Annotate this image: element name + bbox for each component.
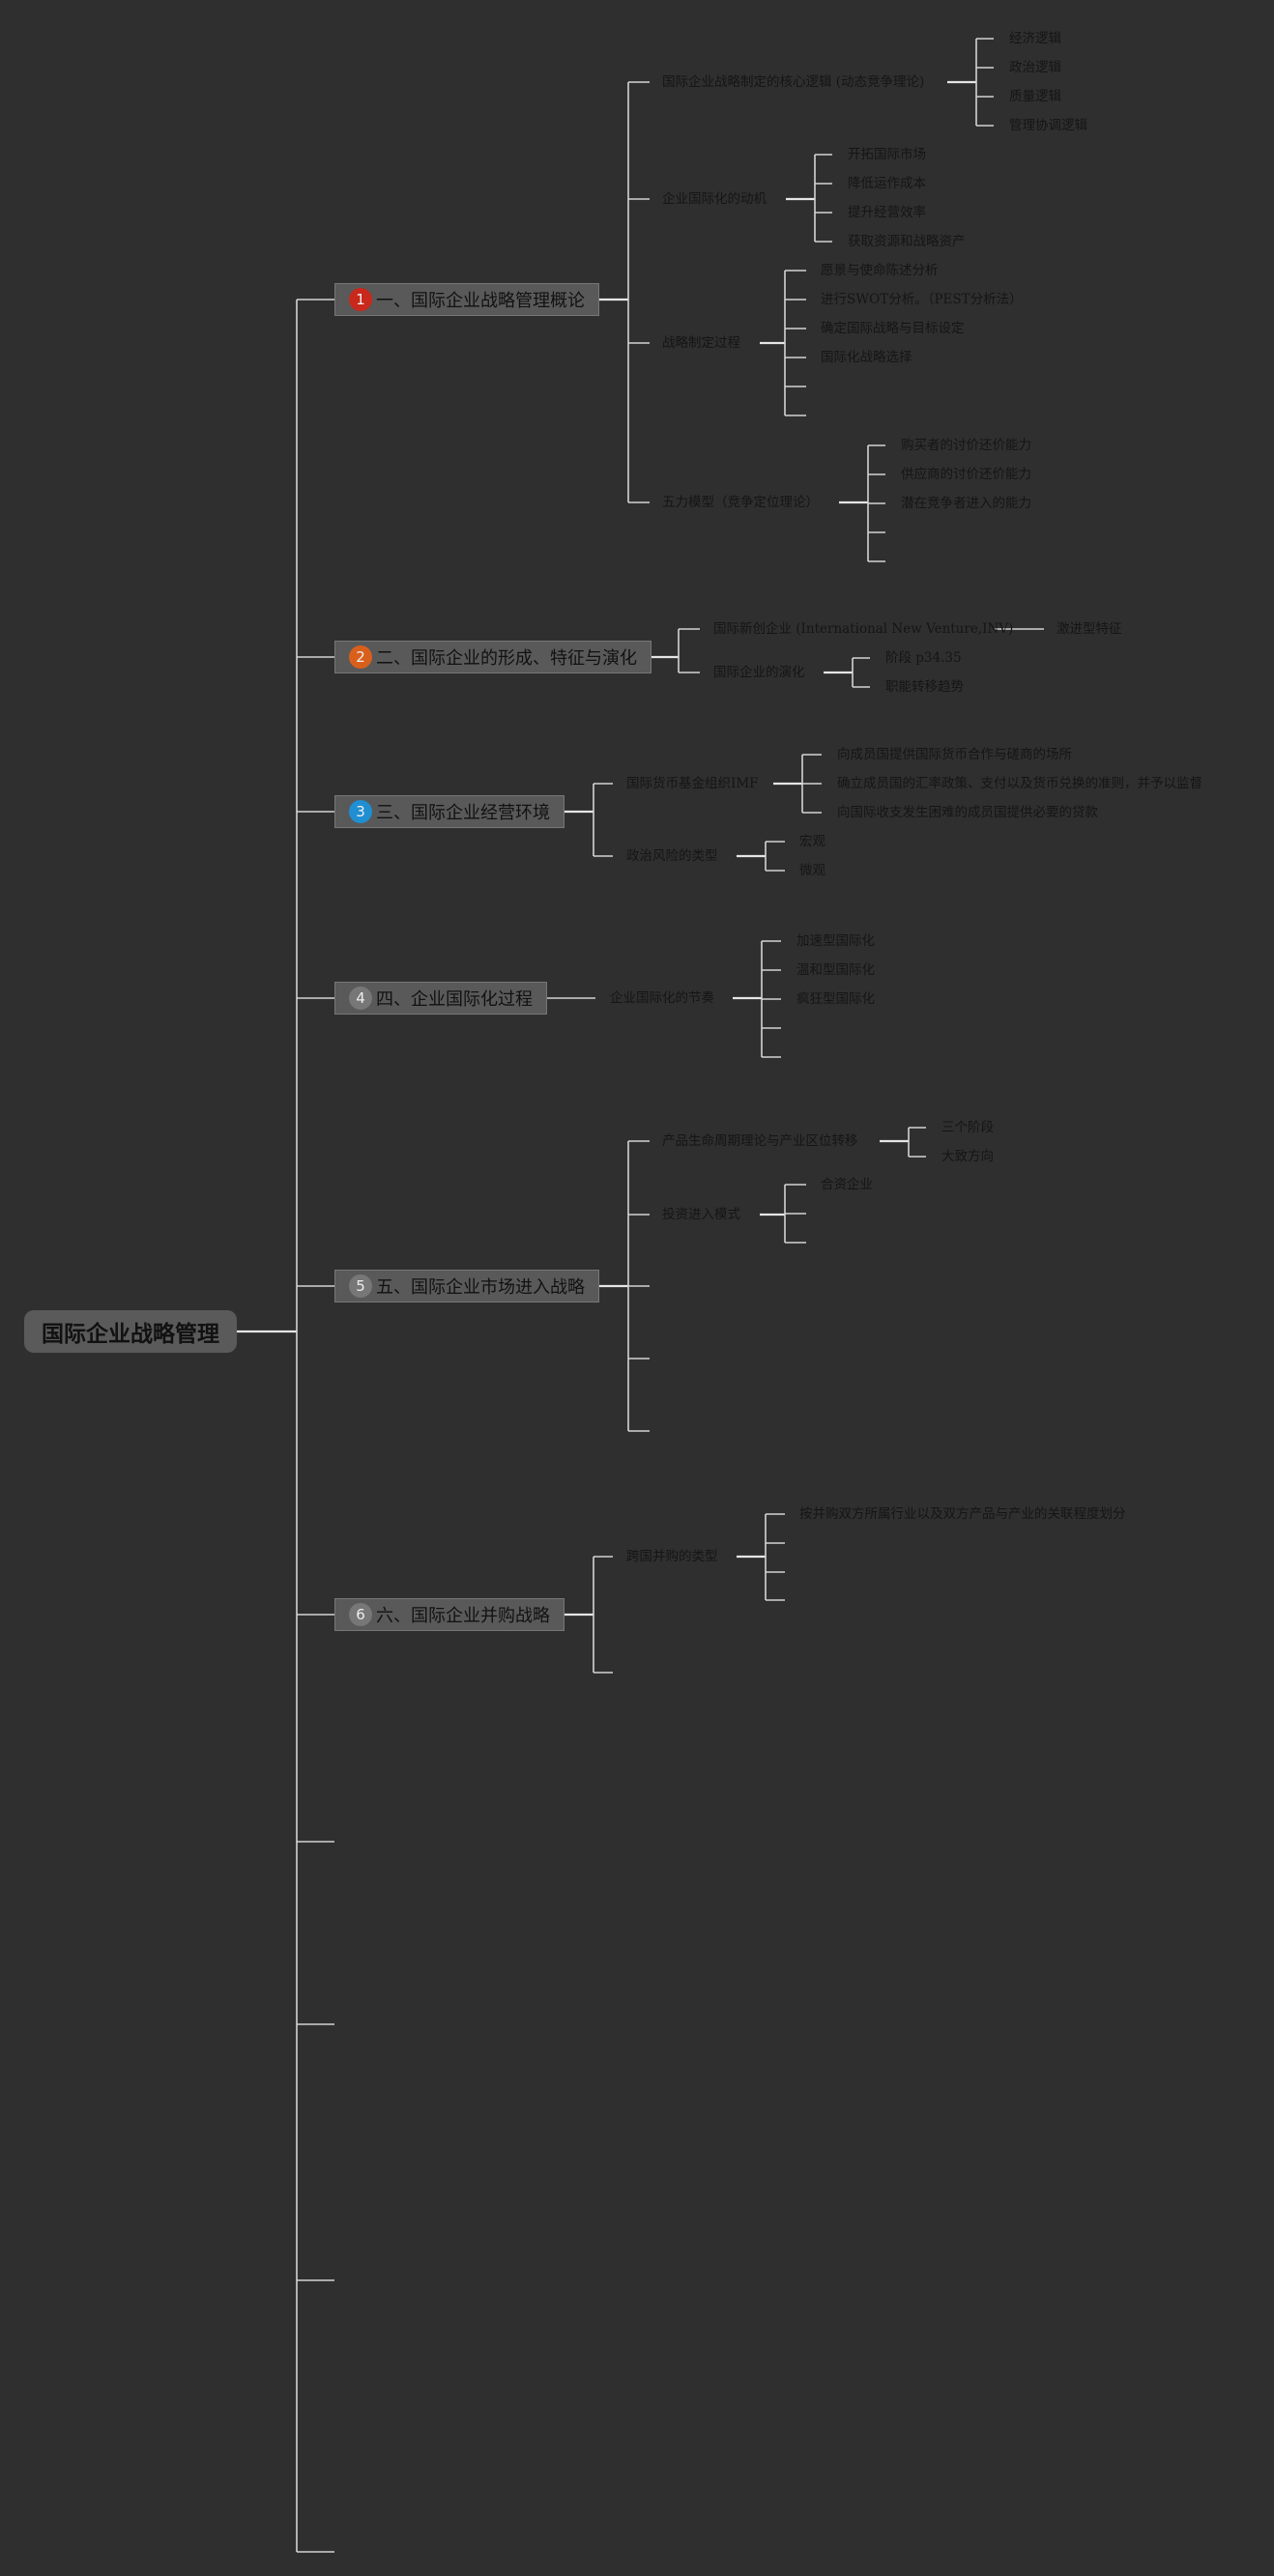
leaf-1-2-2[interactable]: 降低运作成本 [848,176,926,191]
subtopic-1-1[interactable]: 国际企业战略制定的核心逻辑 (动态竞争理论) [662,74,925,90]
badge-2-icon: 2 [349,645,372,669]
topic-3[interactable]: 3 三、国际企业经营环境 [334,795,565,828]
subtopic-5-1[interactable]: 产品生命周期理论与产业区位转移 [662,1133,858,1149]
subtopic-6-1[interactable]: 跨国并购的类型 [626,1549,718,1564]
leaf-3-1-1[interactable]: 向成员国提供国际货币合作与磋商的场所 [837,747,1072,762]
topic-5[interactable]: 5 五、国际企业市场进入战略 [334,1270,599,1302]
leaf-3-1-2[interactable]: 确立成员国的汇率政策、支付以及货币兑换的准则，并予以监督 [837,776,1202,791]
subtopic-1-3[interactable]: 战略制定过程 [662,335,740,351]
topic-3-label: 三、国际企业经营环境 [376,803,550,823]
topic-2[interactable]: 2 二、国际企业的形成、特征与演化 [334,641,651,673]
badge-1-icon: 1 [349,288,372,311]
topic-4[interactable]: 4 四、企业国际化过程 [334,982,547,1015]
subtopic-1-2[interactable]: 企业国际化的动机 [662,191,767,207]
leaf-1-4-3[interactable]: 潜在竞争者进入的能力 [901,496,1031,511]
leaf-6-1-1[interactable]: 按并购双方所属行业以及双方产品与产业的关联程度划分 [799,1506,1126,1522]
leaf-4-1-1[interactable]: 加速型国际化 [796,933,875,949]
topic-1-label: 一、国际企业战略管理概论 [376,291,585,311]
leaf-1-1-2[interactable]: 政治逻辑 [1009,60,1061,75]
leaf-1-1-4[interactable]: 管理协调逻辑 [1009,118,1087,133]
subtopic-1-4[interactable]: 五力模型（竞争定位理论） [662,495,819,510]
leaf-1-4-1[interactable]: 购买者的讨价还价能力 [901,438,1031,453]
topic-4-label: 四、企业国际化过程 [376,989,533,1010]
topic-1[interactable]: 1 一、国际企业战略管理概论 [334,283,599,316]
subtopic-3-2[interactable]: 政治风险的类型 [626,848,718,864]
leaf-5-2-1[interactable]: 合资企业 [821,1177,873,1192]
badge-5-icon: 5 [349,1274,372,1298]
topic-5-label: 五、国际企业市场进入战略 [376,1277,585,1298]
subtopic-5-2[interactable]: 投资进入模式 [662,1207,740,1222]
badge-4-icon: 4 [349,987,372,1010]
leaf-1-3-4[interactable]: 国际化战略选择 [821,350,912,365]
root-topic[interactable]: 国际企业战略管理 [24,1310,237,1353]
leaf-4-1-2[interactable]: 温和型国际化 [796,962,875,978]
leaf-3-2-2[interactable]: 微观 [799,863,825,878]
leaf-1-3-3[interactable]: 确定国际战略与目标设定 [821,321,965,336]
leaf-5-1-2[interactable]: 大致方向 [941,1149,994,1164]
leaf-1-1-3[interactable]: 质量逻辑 [1009,89,1061,104]
leaf-1-2-4[interactable]: 获取资源和战略资产 [848,234,966,249]
topic-6-label: 六、国际企业并购战略 [376,1606,550,1626]
leaf-1-3-2[interactable]: 进行SWOT分析。（PEST分析法） [821,292,1023,307]
subtopic-2-1[interactable]: 国际新创企业 (International New Venture,INV) [713,621,1014,637]
leaf-1-3-1[interactable]: 愿景与使命陈述分析 [821,263,939,278]
subtopic-3-1[interactable]: 国际货币基金组织IMF [626,776,759,791]
badge-6-icon: 6 [349,1603,372,1626]
leaf-5-1-1[interactable]: 三个阶段 [941,1120,994,1135]
leaf-1-2-3[interactable]: 提升经营效率 [848,205,926,220]
leaf-1-1-1[interactable]: 经济逻辑 [1009,31,1061,46]
topic-6[interactable]: 6 六、国际企业并购战略 [334,1598,565,1631]
leaf-2-2-1[interactable]: 阶段 p34.35 [885,650,962,666]
leaf-3-1-3[interactable]: 向国际收支发生困难的成员国提供必要的贷款 [837,805,1098,820]
leaf-1-4-2[interactable]: 供应商的讨价还价能力 [901,467,1031,482]
leaf-2-1-1[interactable]: 激进型特征 [1057,621,1122,637]
badge-3-icon: 3 [349,800,372,823]
topic-2-label: 二、国际企业的形成、特征与演化 [376,648,637,669]
leaf-3-2-1[interactable]: 宏观 [799,834,825,849]
leaf-1-2-1[interactable]: 开拓国际市场 [848,147,926,162]
subtopic-2-2[interactable]: 国际企业的演化 [713,665,805,680]
leaf-2-2-2[interactable]: 职能转移趋势 [885,679,964,695]
leaf-4-1-3[interactable]: 疯狂型国际化 [796,991,875,1007]
subtopic-4-1[interactable]: 企业国际化的节奏 [610,990,714,1006]
